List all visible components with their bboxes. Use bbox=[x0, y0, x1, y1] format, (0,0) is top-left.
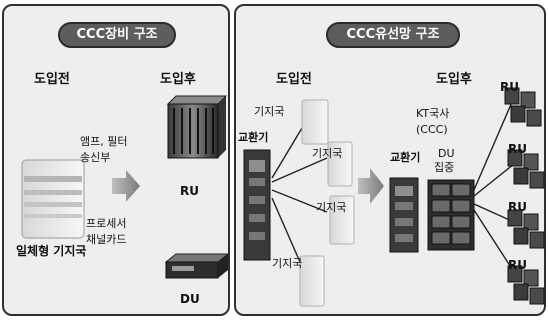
split-arrow-icon bbox=[112, 170, 140, 202]
split-label-channel-card: 채널카드 bbox=[86, 233, 127, 246]
ru-cluster-images bbox=[504, 87, 545, 305]
base-station-label-4: 기지국 bbox=[272, 257, 303, 270]
integrated-bs-label: 일체형 기지국 bbox=[16, 244, 87, 258]
switch-before-label: 교환기 bbox=[238, 131, 269, 144]
split-label-processor: 프로세서 bbox=[86, 217, 127, 230]
right-panel-title: CCC유선망 구조 bbox=[326, 22, 460, 48]
right-after-heading: 도입후 bbox=[436, 72, 472, 87]
switch-before-image bbox=[243, 149, 271, 261]
du-concentration-image bbox=[427, 179, 475, 251]
base-station-label-3: 기지국 bbox=[316, 201, 347, 214]
left-panel-title: CCC장비 구조 bbox=[58, 22, 176, 48]
du-equipment-image bbox=[164, 253, 230, 279]
du-concentration-label-2: 집중 bbox=[434, 161, 455, 174]
kt-office-label-1: KT국사 bbox=[416, 107, 450, 120]
connection-lines-after bbox=[473, 101, 515, 273]
left-du-label: DU bbox=[180, 292, 200, 306]
base-station-images bbox=[299, 99, 355, 307]
split-label-transmitter: 송신부 bbox=[80, 151, 111, 164]
integrated-base-station-image bbox=[21, 159, 85, 239]
right-ru-label-2: RU bbox=[508, 142, 527, 156]
right-ru-label-4: RU bbox=[508, 258, 527, 272]
left-before-heading: 도입전 bbox=[34, 72, 70, 87]
switch-after-image bbox=[389, 177, 419, 253]
right-ru-label-1: RU bbox=[500, 80, 519, 94]
right-ru-label-3: RU bbox=[508, 200, 527, 214]
left-after-heading: 도입후 bbox=[160, 72, 196, 87]
kt-office-label-2: (CCC) bbox=[416, 123, 448, 136]
transition-arrow-icon bbox=[358, 168, 384, 204]
connection-lines-before bbox=[271, 127, 328, 263]
ru-equipment-image bbox=[166, 95, 228, 159]
split-label-amp-filter: 앰프, 필터 bbox=[80, 135, 128, 148]
du-concentration-label-1: DU bbox=[438, 147, 455, 160]
switch-after-label: 교환기 bbox=[390, 151, 421, 164]
left-ru-label: RU bbox=[180, 184, 199, 198]
base-station-label-1: 기지국 bbox=[254, 105, 285, 118]
right-before-heading: 도입전 bbox=[276, 72, 312, 87]
base-station-label-2: 기지국 bbox=[312, 147, 343, 160]
